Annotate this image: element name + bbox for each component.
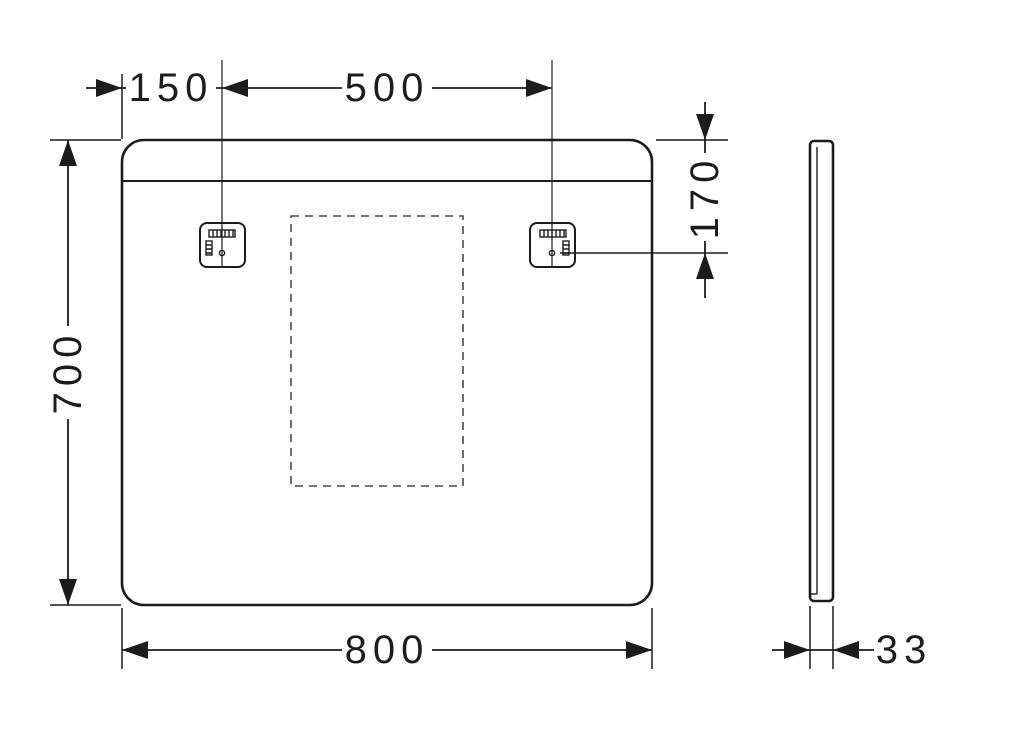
arrowhead-down-icon: [59, 579, 77, 605]
side-view: [808, 139, 835, 603]
label-mask: [126, 67, 216, 109]
dimension-mirror-depth: 33: [772, 606, 933, 672]
arrowhead-up-icon: [696, 253, 714, 279]
arrowhead-left-icon: [222, 79, 248, 97]
dimension-mirror-width: 800: [121, 608, 653, 672]
bracket-slot: [205, 240, 213, 256]
bracket-rail: [539, 229, 567, 238]
bracket-slot: [562, 240, 570, 256]
side-profile-outline: [808, 139, 835, 603]
arrowhead-left-icon: [833, 641, 859, 659]
dimension-label-mirror-width: 800: [345, 628, 430, 672]
arrowhead-right-icon: [96, 79, 122, 97]
mirror-outline: [120, 138, 654, 607]
label-mask: [342, 67, 432, 109]
junction-box-dashed-outline: [290, 215, 464, 487]
arrowhead-left-icon: [122, 641, 148, 659]
dimension-bracket-height: 170: [560, 102, 728, 298]
arrowhead-right-icon: [784, 641, 810, 659]
arrowhead-up-icon: [59, 140, 77, 166]
dimension-label-mirror-height: 700: [46, 330, 90, 415]
dimension-bracket-offset-and-spacing: 150 500: [86, 60, 553, 266]
arrowhead-down-icon: [696, 114, 714, 140]
bracket-slot-hatch: [563, 244, 569, 254]
arrowhead-right-icon: [526, 79, 552, 97]
label-mask: [342, 629, 432, 671]
arrowhead-right-icon: [626, 641, 652, 659]
bracket-slot-hatch: [206, 244, 212, 254]
dimension-label-bracket-height: 170: [683, 155, 727, 240]
dimension-label-mirror-depth: 33: [876, 628, 933, 672]
bracket-rail-hatch: [212, 230, 234, 237]
dimension-mirror-height: 700: [46, 139, 121, 606]
front-view: [120, 138, 654, 607]
bracket-rail-hatch: [543, 230, 565, 237]
dimension-label-bracket-spacing: 500: [345, 66, 430, 110]
dimension-label-bracket-offset: 150: [129, 66, 214, 110]
label-mask: [684, 153, 726, 241]
label-mask: [46, 326, 90, 419]
